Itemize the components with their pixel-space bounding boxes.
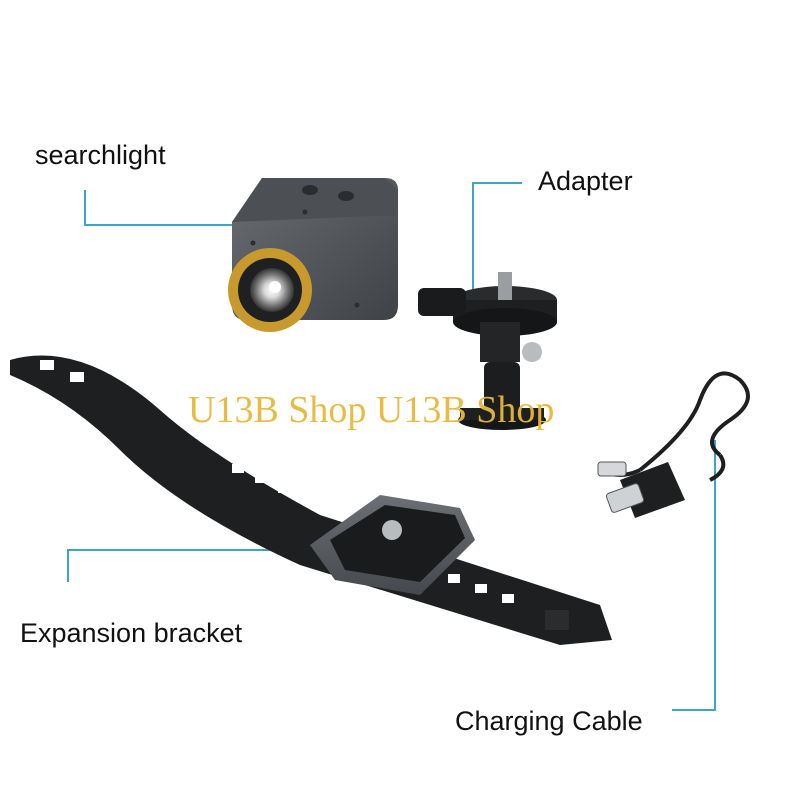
shop-watermark: U13B Shop U13B Shop — [188, 389, 555, 431]
leader-lines — [67, 182, 716, 711]
expansion-bracket-leader-line — [67, 549, 330, 582]
searchlight-device — [228, 178, 398, 332]
adapter-mount — [418, 272, 557, 430]
searchlight-leader-line — [84, 190, 240, 226]
charging-cable-leader-line — [672, 440, 716, 711]
expansion-bracket-label: Expansion bracket — [20, 618, 243, 648]
adapter-leader-line — [472, 182, 522, 290]
expansion-bracket-strap — [10, 355, 612, 645]
searchlight-label: searchlight — [35, 140, 166, 170]
usb-connectors — [597, 461, 685, 518]
adapter-label: Adapter — [538, 166, 633, 196]
charging-cable-label: Charging Cable — [455, 706, 643, 736]
